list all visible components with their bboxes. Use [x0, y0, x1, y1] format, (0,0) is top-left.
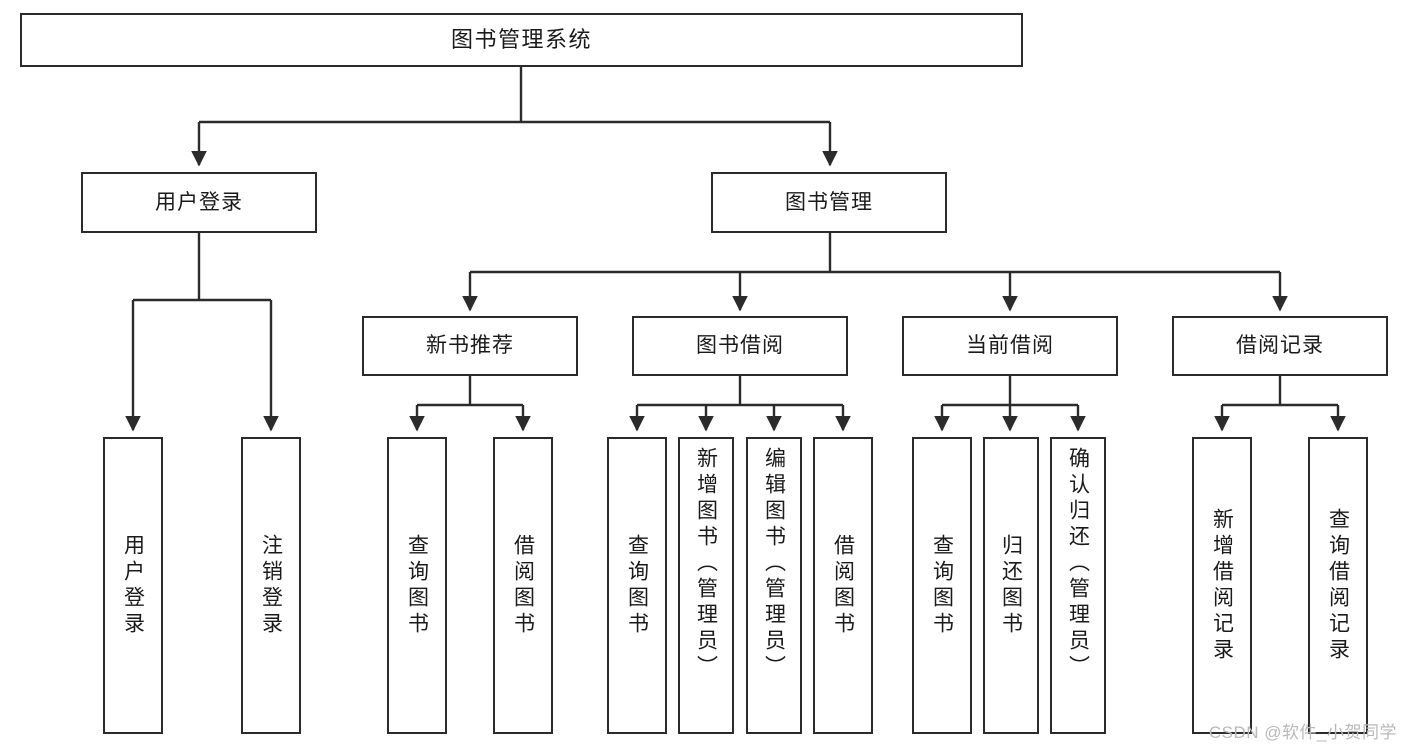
node-leaf-add-borrow-record[interactable]: 新增借阅记录 [1192, 437, 1252, 734]
node-leaf-edit-book-admin[interactable]: 编辑图书（管理员） [746, 437, 802, 734]
node-leaf-add-book-admin[interactable]: 新增图书（管理员） [678, 437, 734, 734]
node-leaf-query-borrow-record[interactable]: 查询借阅记录 [1308, 437, 1368, 734]
node-label: 图书管理系统 [450, 26, 592, 52]
node-borrowing-record[interactable]: 借阅记录 [1172, 316, 1388, 376]
node-current-borrowing[interactable]: 当前借阅 [902, 316, 1118, 376]
node-label: 查询图书 [405, 533, 429, 638]
node-label: 用户登录 [155, 190, 243, 214]
node-label: 确认归还（管理员） [1066, 447, 1090, 681]
node-label: 查询图书 [930, 533, 954, 638]
node-label: 用户登录 [121, 533, 145, 638]
node-label: 图书借阅 [696, 334, 784, 358]
node-user-login[interactable]: 用户登录 [81, 172, 317, 233]
node-leaf-borrow-books[interactable]: 借阅图书 [813, 437, 873, 734]
node-label: 当前借阅 [966, 334, 1054, 358]
node-label: 新书推荐 [426, 334, 514, 358]
node-label: 编辑图书（管理员） [762, 447, 786, 681]
node-leaf-borrow-books-recommend[interactable]: 借阅图书 [493, 437, 553, 734]
node-label: 借阅记录 [1236, 334, 1324, 358]
node-book-management[interactable]: 图书管理 [711, 172, 947, 233]
node-label: 归还图书 [999, 533, 1023, 638]
node-label: 借阅图书 [831, 533, 855, 638]
node-leaf-query-books-recommend[interactable]: 查询图书 [387, 437, 447, 734]
node-root-book-management-system[interactable]: 图书管理系统 [20, 13, 1023, 67]
node-label: 注销登录 [259, 533, 283, 638]
node-book-borrowing[interactable]: 图书借阅 [632, 316, 848, 376]
node-leaf-return-books[interactable]: 归还图书 [983, 437, 1039, 734]
node-label: 查询图书 [625, 533, 649, 638]
node-label: 新增图书（管理员） [694, 447, 718, 681]
node-label: 查询借阅记录 [1326, 507, 1350, 664]
node-new-book-recommendation[interactable]: 新书推荐 [362, 316, 578, 376]
watermark-text: CSDN @软件_小贺同学 [1208, 723, 1397, 742]
node-leaf-query-books-current[interactable]: 查询图书 [912, 437, 972, 734]
node-leaf-logout[interactable]: 注销登录 [241, 437, 301, 734]
node-leaf-query-books-borrow[interactable]: 查询图书 [607, 437, 667, 734]
node-label: 新增借阅记录 [1210, 507, 1234, 664]
node-leaf-user-login[interactable]: 用户登录 [103, 437, 163, 734]
node-leaf-confirm-return-admin[interactable]: 确认归还（管理员） [1050, 437, 1106, 734]
node-label: 图书管理 [785, 190, 873, 214]
node-label: 借阅图书 [511, 533, 535, 638]
